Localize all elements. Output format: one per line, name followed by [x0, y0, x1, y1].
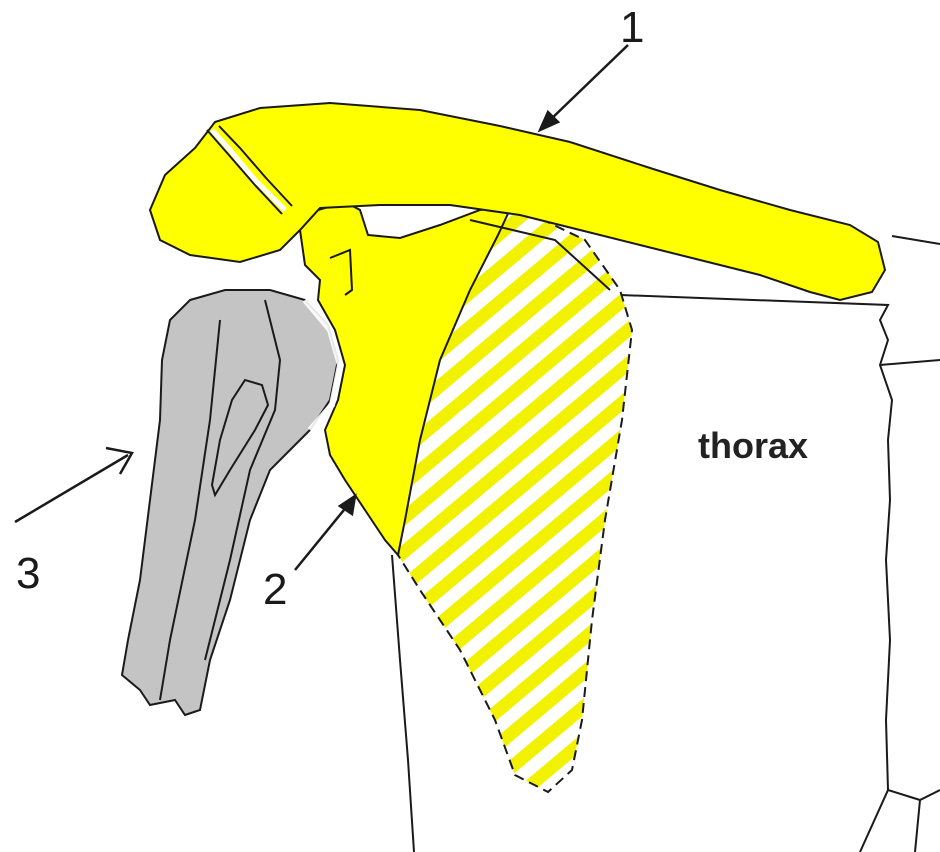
humerus — [122, 290, 338, 715]
arrow-3-line — [15, 455, 128, 522]
label-scapula-number: 2 — [263, 568, 287, 612]
label-humerus-number: 3 — [16, 552, 40, 596]
label-clavicle-number: 1 — [620, 6, 644, 50]
label-thorax: thorax — [698, 428, 808, 464]
arrow-2-line — [295, 505, 348, 570]
arrow-1-line — [548, 45, 628, 122]
